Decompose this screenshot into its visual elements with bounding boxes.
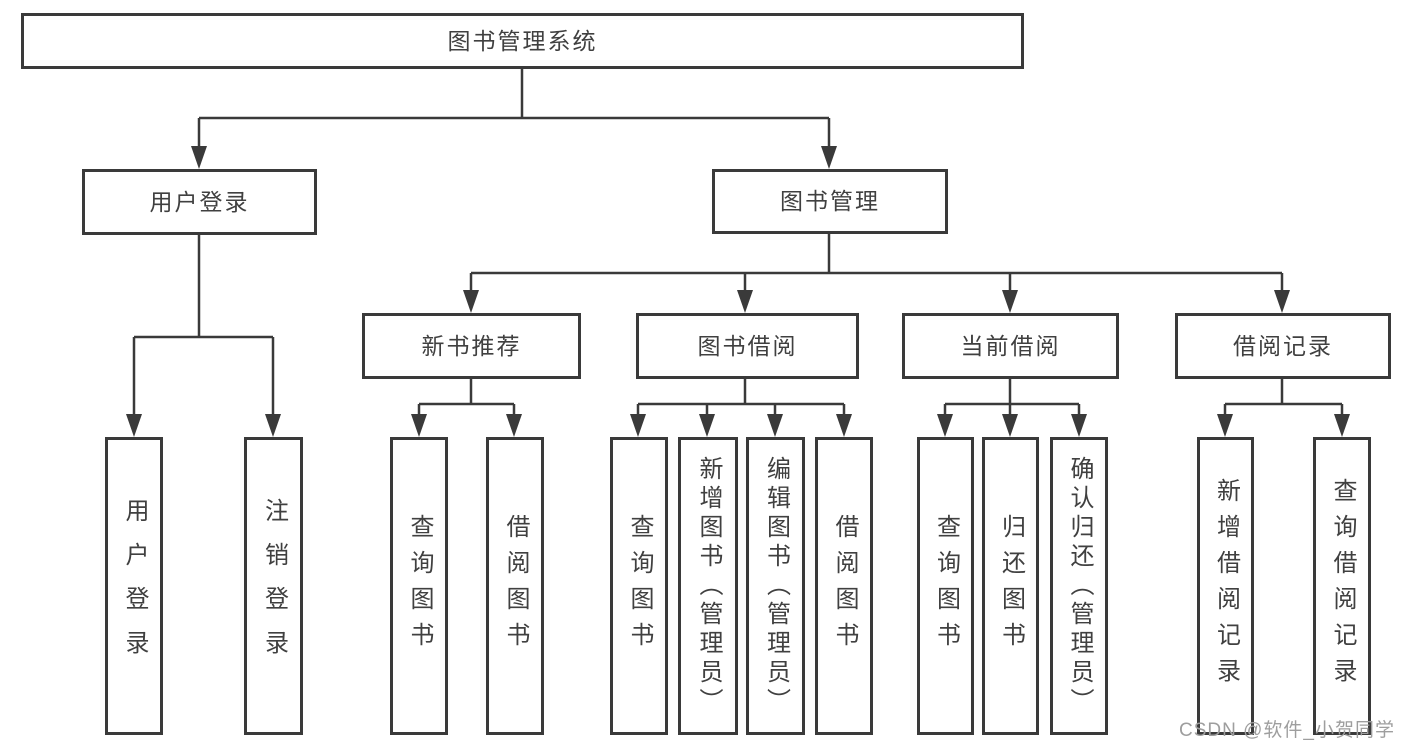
node-current-borrowing: 当前借阅 <box>902 313 1119 379</box>
node-logout-action: 注销登录 <box>244 437 303 735</box>
node-label: 当前借阅 <box>960 332 1061 359</box>
node-label: 图书管理系统 <box>447 27 598 54</box>
node-label: 新增借阅记录 <box>1212 478 1240 694</box>
node-label: 查询图书 <box>932 514 960 658</box>
node-label: 借阅图书 <box>831 514 858 658</box>
node-label: 新书推荐 <box>421 332 522 359</box>
node-book-borrowing: 图书借阅 <box>636 313 859 379</box>
node-query-borrow-record: 查询借阅记录 <box>1313 437 1371 735</box>
node-label: 新增图书（管理员） <box>695 455 722 717</box>
node-add-borrow-record: 新增借阅记录 <box>1197 437 1254 735</box>
node-label: 用户登录 <box>149 188 250 215</box>
node-return-book: 归还图书 <box>982 437 1039 735</box>
node-borrowing-records: 借阅记录 <box>1175 313 1391 379</box>
node-add-book-admin: 新增图书（管理员） <box>678 437 738 735</box>
node-label: 图书管理 <box>780 188 880 214</box>
csdn-watermark: CSDN @软件_小贺同学 <box>1179 720 1395 741</box>
node-label: 图书借阅 <box>697 332 798 359</box>
node-user-login-module: 用户登录 <box>82 169 317 235</box>
node-query-books-recommend: 查询图书 <box>390 437 448 735</box>
node-new-book-recommendation: 新书推荐 <box>362 313 581 379</box>
node-library-management-system: 图书管理系统 <box>21 13 1024 69</box>
node-book-management-module: 图书管理 <box>712 169 948 234</box>
node-label: 借阅图书 <box>502 514 529 658</box>
node-edit-book-admin: 编辑图书（管理员） <box>746 437 805 735</box>
node-label: 借阅记录 <box>1233 332 1333 359</box>
node-query-books-borrow: 查询图书 <box>610 437 668 735</box>
node-borrow-books-recommend: 借阅图书 <box>486 437 544 735</box>
node-label: 用户登录 <box>121 498 148 674</box>
node-label: 确认归还（管理员） <box>1066 455 1093 717</box>
node-label: 归还图书 <box>997 514 1025 658</box>
node-query-books-current: 查询图书 <box>917 437 974 735</box>
node-label: 查询图书 <box>406 514 433 658</box>
node-user-login-action: 用户登录 <box>105 437 163 735</box>
node-borrow-books: 借阅图书 <box>815 437 873 735</box>
node-label: 查询借阅记录 <box>1329 478 1356 694</box>
node-confirm-return-admin: 确认归还（管理员） <box>1050 437 1108 735</box>
node-label: 编辑图书（管理员） <box>762 455 790 717</box>
node-label: 注销登录 <box>260 498 288 674</box>
node-label: 查询图书 <box>626 514 653 658</box>
